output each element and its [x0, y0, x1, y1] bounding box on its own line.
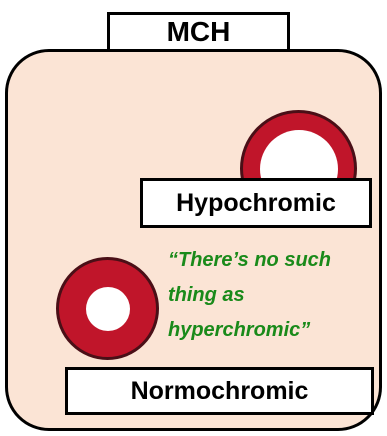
central-pallor-small: [86, 287, 130, 331]
quote-line-1: “There’s no such: [168, 243, 373, 278]
normochromic-red-blood-cell: [56, 257, 159, 360]
quote-line-2: thing as: [168, 278, 373, 313]
hypochromic-label: Hypochromic: [140, 178, 372, 228]
diagram-panel: Hypochromic “There’s no such thing as hy…: [5, 49, 382, 431]
quote-text: “There’s no such thing as hyperchromic”: [168, 243, 373, 348]
title-box: MCH: [107, 12, 290, 52]
normochromic-label: Normochromic: [65, 367, 374, 415]
quote-line-3: hyperchromic”: [168, 313, 373, 348]
